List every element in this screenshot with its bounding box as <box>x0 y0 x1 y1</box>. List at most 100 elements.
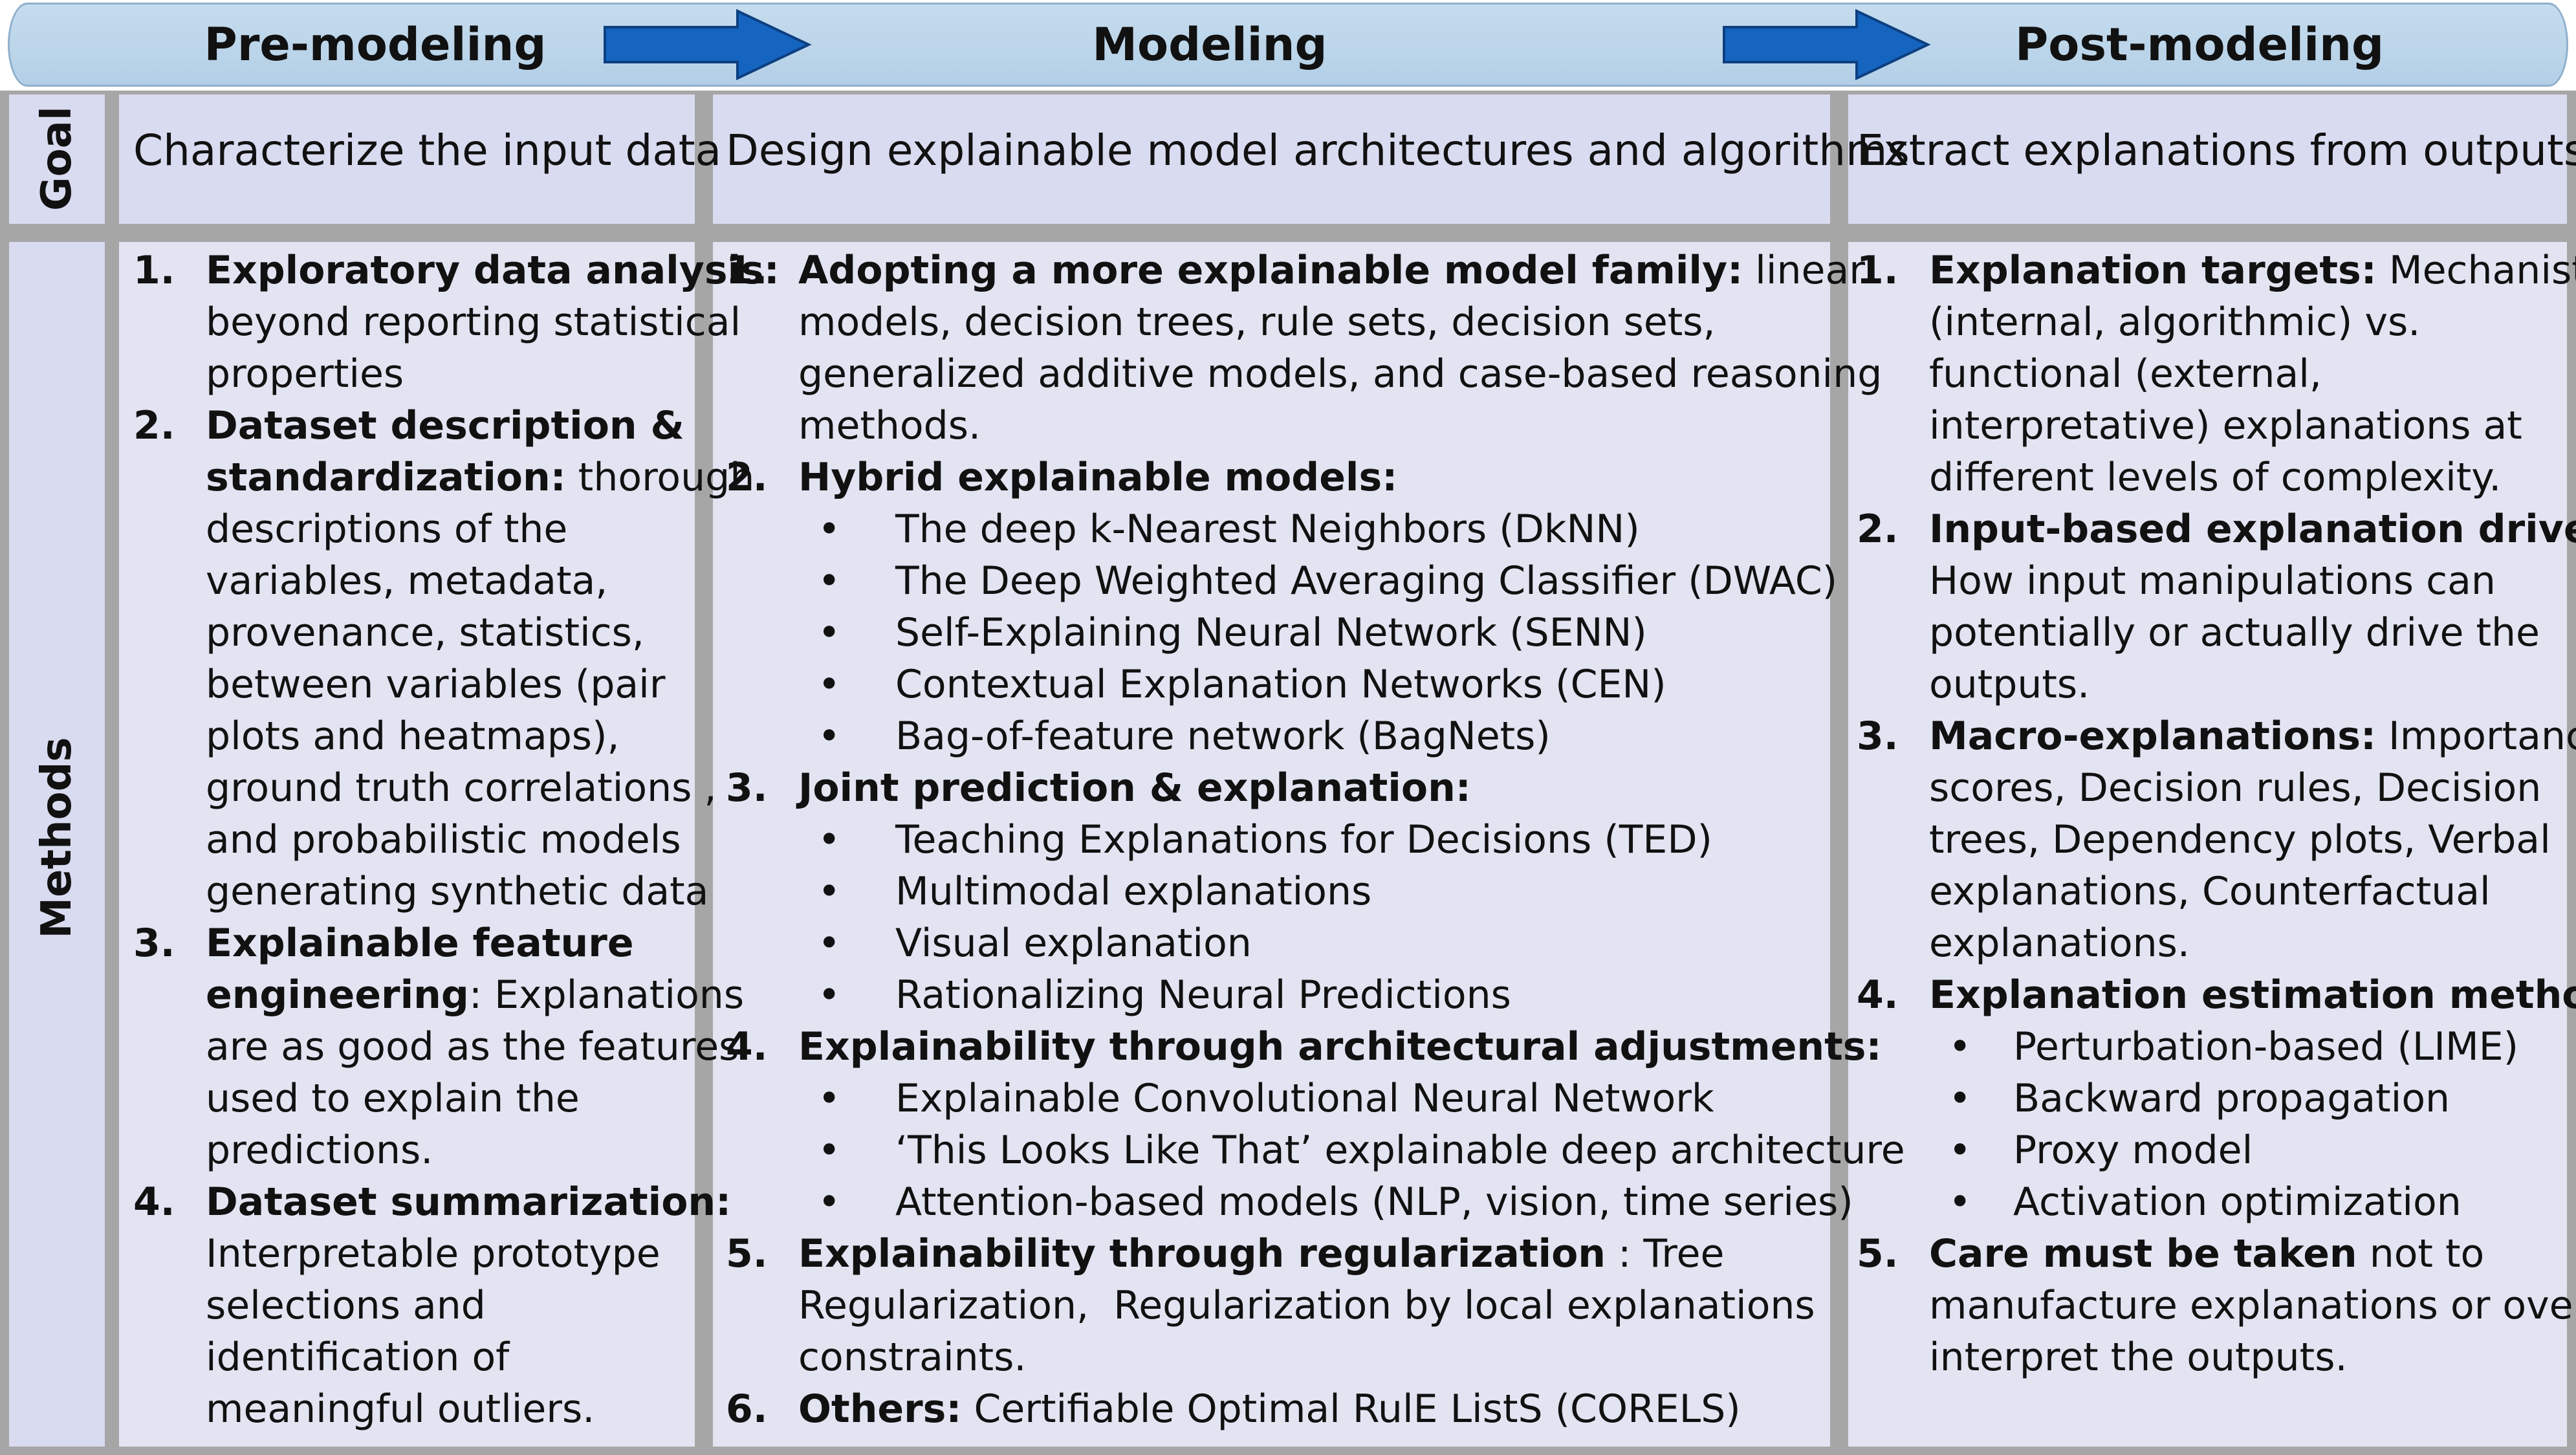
item-line: manufacture explanations or over- <box>1929 1280 2576 1331</box>
item-line: interpretative) explanations at <box>1929 400 2565 452</box>
item-number: 1. <box>133 248 175 293</box>
bullet-item: •Bag-of-feature network (BagNets) <box>818 710 1826 762</box>
item-line: interpret the outputs. <box>1929 1331 2565 1383</box>
item-line: Explainability through architectural adj… <box>798 1021 1882 1073</box>
line-text: constraints. <box>798 1335 1027 1380</box>
list-item: 1.Adopting a more explainable model fami… <box>726 245 1882 452</box>
bullet-text: Backward propagation <box>2013 1076 2450 1121</box>
item-line: variables, metadata, <box>206 555 690 607</box>
item-line: Dataset description & <box>206 400 690 452</box>
methods-cell-post <box>1848 242 2567 1447</box>
item-line: functional (external, <box>1929 348 2565 400</box>
item-line: Explainable feature <box>206 917 690 969</box>
line-text: are as good as the features <box>206 1024 739 1069</box>
line-text: plots and heatmaps), <box>206 714 620 759</box>
bullet-item: •Attention-based models (NLP, vision, ti… <box>818 1176 1853 1228</box>
item-number: 2. <box>133 403 175 448</box>
list-item: 4.Explainability through architectural a… <box>726 1021 1905 1228</box>
item-line: trees, Dependency plots, Verbal <box>1929 814 2565 866</box>
item-line: between variables (pair <box>206 659 690 710</box>
bullet-item: • The Deep Weighted Averaging Classifier … <box>818 555 1837 607</box>
bold-term: Explainability through architectural adj… <box>798 1024 1882 1069</box>
list-item: 2.Hybrid explainable models:•The deep k-… <box>726 452 1837 762</box>
item-number: 4. <box>1857 972 1899 1018</box>
item-line: Explanation estimation methods: <box>1929 969 2576 1021</box>
item-line: methods. <box>798 400 1826 452</box>
line-text: outputs. <box>1929 662 2090 707</box>
line-text: provenance, statistics, <box>206 610 644 655</box>
bullet-text: Rationalizing Neural Predictions <box>895 972 1511 1018</box>
item-line: explanations, Counterfactual <box>1929 866 2565 917</box>
item-line: Explainability through regularization : … <box>798 1228 1826 1280</box>
item-number: 6. <box>726 1386 768 1432</box>
bullet-item: •The deep k-Nearest Neighbors (DkNN) <box>818 503 1826 555</box>
list-item: 2.Input-based explanation drivers:How in… <box>1857 503 2576 710</box>
line-text: methods. <box>798 403 981 448</box>
phase-banner <box>8 3 2568 87</box>
line-text: potentially or actually drive the <box>1929 610 2540 655</box>
item-line: Care must be taken not to <box>1929 1228 2565 1280</box>
line-text: Importance <box>2388 714 2576 759</box>
line-text: generalized additive models, and case-ba… <box>798 351 1883 397</box>
bullet-item: •Self-Explaining Neural Network (SENN) <box>818 607 1826 659</box>
line-text: Regularization, Regularization by local … <box>798 1283 1815 1328</box>
bullet-dot-icon: • <box>1948 1076 1972 1121</box>
bullet-dot-icon: • <box>818 558 841 604</box>
line-text: meaningful outliers. <box>206 1386 595 1432</box>
bullet-dot-icon: • <box>1948 1179 1972 1225</box>
bold-term: Others: <box>798 1386 962 1432</box>
goal-text-pre: Characterize the input data <box>133 126 722 175</box>
bold-term: Dataset description & <box>206 403 684 448</box>
goal-row-header <box>9 94 105 224</box>
line-text: ground truth correlations , <box>206 765 717 811</box>
list-item: 4.Dataset summarization:Interpretable pr… <box>133 1176 731 1435</box>
item-number: 4. <box>133 1179 175 1225</box>
bullet-dot-icon: • <box>818 714 841 759</box>
item-number: 2. <box>726 455 768 500</box>
list-item: 5.Explainability through regularization … <box>726 1228 1826 1383</box>
line-text: explanations, Counterfactual <box>1929 869 2491 914</box>
bullet-dot-icon: • <box>818 1076 841 1121</box>
methods-cell-modeling <box>713 242 1830 1447</box>
line-text: and probabilistic models <box>206 817 681 862</box>
item-line: meaningful outliers. <box>206 1383 690 1435</box>
goal-label: Goal <box>33 106 81 211</box>
item-line: are as good as the features <box>206 1021 739 1073</box>
bold-term: Explainable feature <box>206 921 634 966</box>
line-text: different levels of complexity. <box>1929 455 2502 500</box>
list-item: 3.Joint prediction & explanation:•Teachi… <box>726 762 1826 1021</box>
line-text: selections and <box>206 1283 486 1328</box>
bullet-dot-icon: • <box>818 610 841 655</box>
bullet-item: • Backward propagation <box>1948 1073 2565 1124</box>
bold-term: Exploratory data analysis: <box>206 248 780 293</box>
bullet-item: • Rationalizing Neural Predictions <box>818 969 1826 1021</box>
goal-cell-modeling <box>713 94 1830 224</box>
line-text: Certifiable Optimal RulE ListS (CORELS) <box>961 1386 1741 1432</box>
bullet-item: •Multimodal explanations <box>818 866 1826 917</box>
item-line: Interpretable prototype <box>206 1228 690 1280</box>
item-number: 5. <box>1857 1231 1899 1276</box>
item-line: descriptions of the <box>206 503 690 555</box>
item-line: potentially or actually drive the <box>1929 607 2565 659</box>
item-line: and probabilistic models <box>206 814 690 866</box>
item-line: Explanation targets: Mechanistic <box>1929 245 2576 296</box>
line-text: identification of <box>206 1335 510 1380</box>
item-line: provenance, statistics, <box>206 607 690 659</box>
line-text: explanations. <box>1929 921 2190 966</box>
item-line: engineering: Explanations <box>206 969 744 1021</box>
bold-term: engineering <box>206 972 469 1018</box>
item-number: 1. <box>1857 248 1899 293</box>
bold-term: Input-based explanation drivers: <box>1929 507 2576 552</box>
item-line: ground truth correlations , <box>206 762 717 814</box>
line-text: Interpretable prototype <box>206 1231 660 1276</box>
item-line: beyond reporting statistical <box>206 296 741 348</box>
item-line: predictions. <box>206 1124 690 1176</box>
line-text: thorough <box>565 455 755 500</box>
item-line: generating synthetic data <box>206 866 708 917</box>
bullet-dot-icon: • <box>818 972 841 1018</box>
item-line: models, decision trees, rule sets, decis… <box>798 296 1826 348</box>
bullet-text: The Deep Weighted Averaging Classifier (… <box>895 558 1838 604</box>
item-line: Input-based explanation drivers: <box>1929 503 2576 555</box>
item-line: properties <box>206 348 690 400</box>
item-line: Exploratory data analysis: <box>206 245 780 296</box>
